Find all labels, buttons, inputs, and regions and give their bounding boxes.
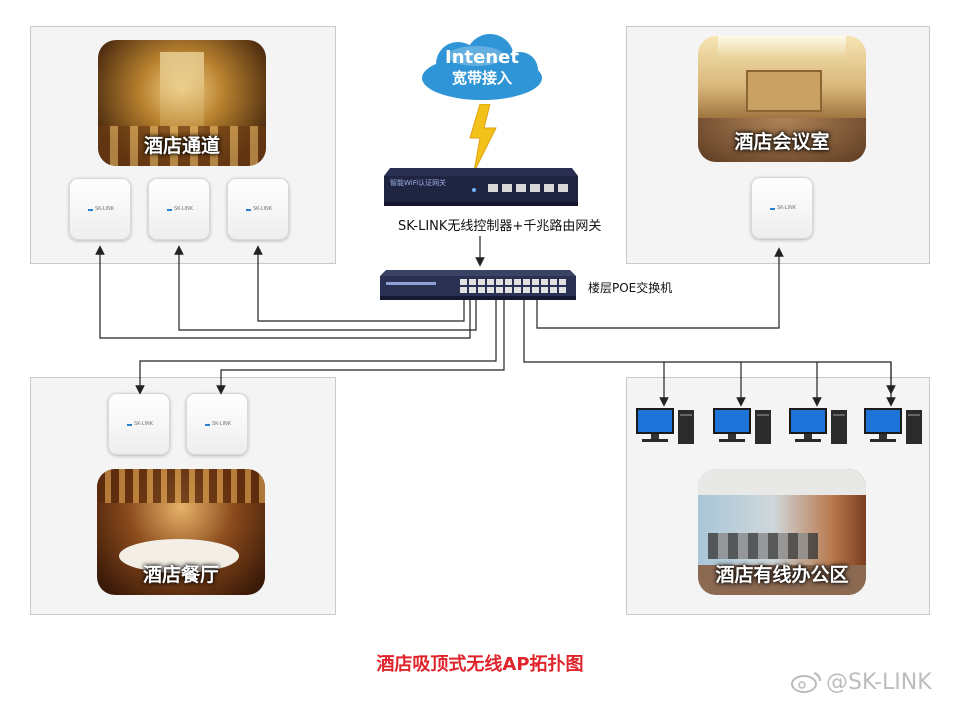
internet-line1: Intenet <box>445 47 519 68</box>
ap-corridor-1: SK-LINK <box>69 178 131 240</box>
office-photo: 酒店有线办公区 <box>698 469 866 595</box>
poe-switch-icon <box>380 270 576 300</box>
ap-brand-label: SK-LINK <box>212 421 232 427</box>
diagram-title: 酒店吸顶式无线AP拓扑图 <box>376 654 584 675</box>
internet-label: Intenet 宽带接入 <box>416 48 548 88</box>
ap-brand-label: SK-LINK <box>174 206 194 212</box>
ap-meeting-1: SK-LINK <box>751 177 813 239</box>
restaurant-caption: 酒店餐厅 <box>142 564 219 586</box>
office-caption: 酒店有线办公区 <box>715 564 849 586</box>
internet-line2: 宽带接入 <box>451 69 512 87</box>
meeting-photo: 酒店会议室 <box>698 36 866 162</box>
controller-device-icon <box>384 168 578 206</box>
ap-corridor-2: SK-LINK <box>148 178 210 240</box>
ap-brand-label: SK-LINK <box>777 205 797 211</box>
corridor-photo: 酒店通道 <box>98 40 266 166</box>
desktop-pc-icon <box>636 408 694 444</box>
weibo-logo-icon <box>791 672 821 693</box>
meeting-caption: 酒店会议室 <box>734 131 830 153</box>
ap-restaurant-2: SK-LINK <box>186 393 248 455</box>
watermark: @SK-LINK <box>826 670 932 695</box>
ap-brand-label: SK-LINK <box>95 206 115 212</box>
desktop-pc-icon <box>789 408 847 444</box>
desktop-pc-icon <box>864 408 922 444</box>
ap-brand-label: SK-LINK <box>134 421 154 427</box>
ap-brand-label: SK-LINK <box>253 206 273 212</box>
internet-cloud-icon <box>422 34 542 100</box>
restaurant-photo: 酒店餐厅 <box>97 469 265 595</box>
lightning-bolt-icon <box>469 104 497 172</box>
controller-panel-text: 智能WiFi认证网关 <box>390 179 447 187</box>
poe-switch-label: 楼层POE交换机 <box>588 281 673 295</box>
controller-label: SK-LINK无线控制器+千兆路由网关 <box>398 219 602 234</box>
corridor-caption: 酒店通道 <box>143 135 220 157</box>
ap-corridor-3: SK-LINK <box>227 178 289 240</box>
desktop-pc-icon <box>713 408 771 444</box>
ap-restaurant-1: SK-LINK <box>108 393 170 455</box>
